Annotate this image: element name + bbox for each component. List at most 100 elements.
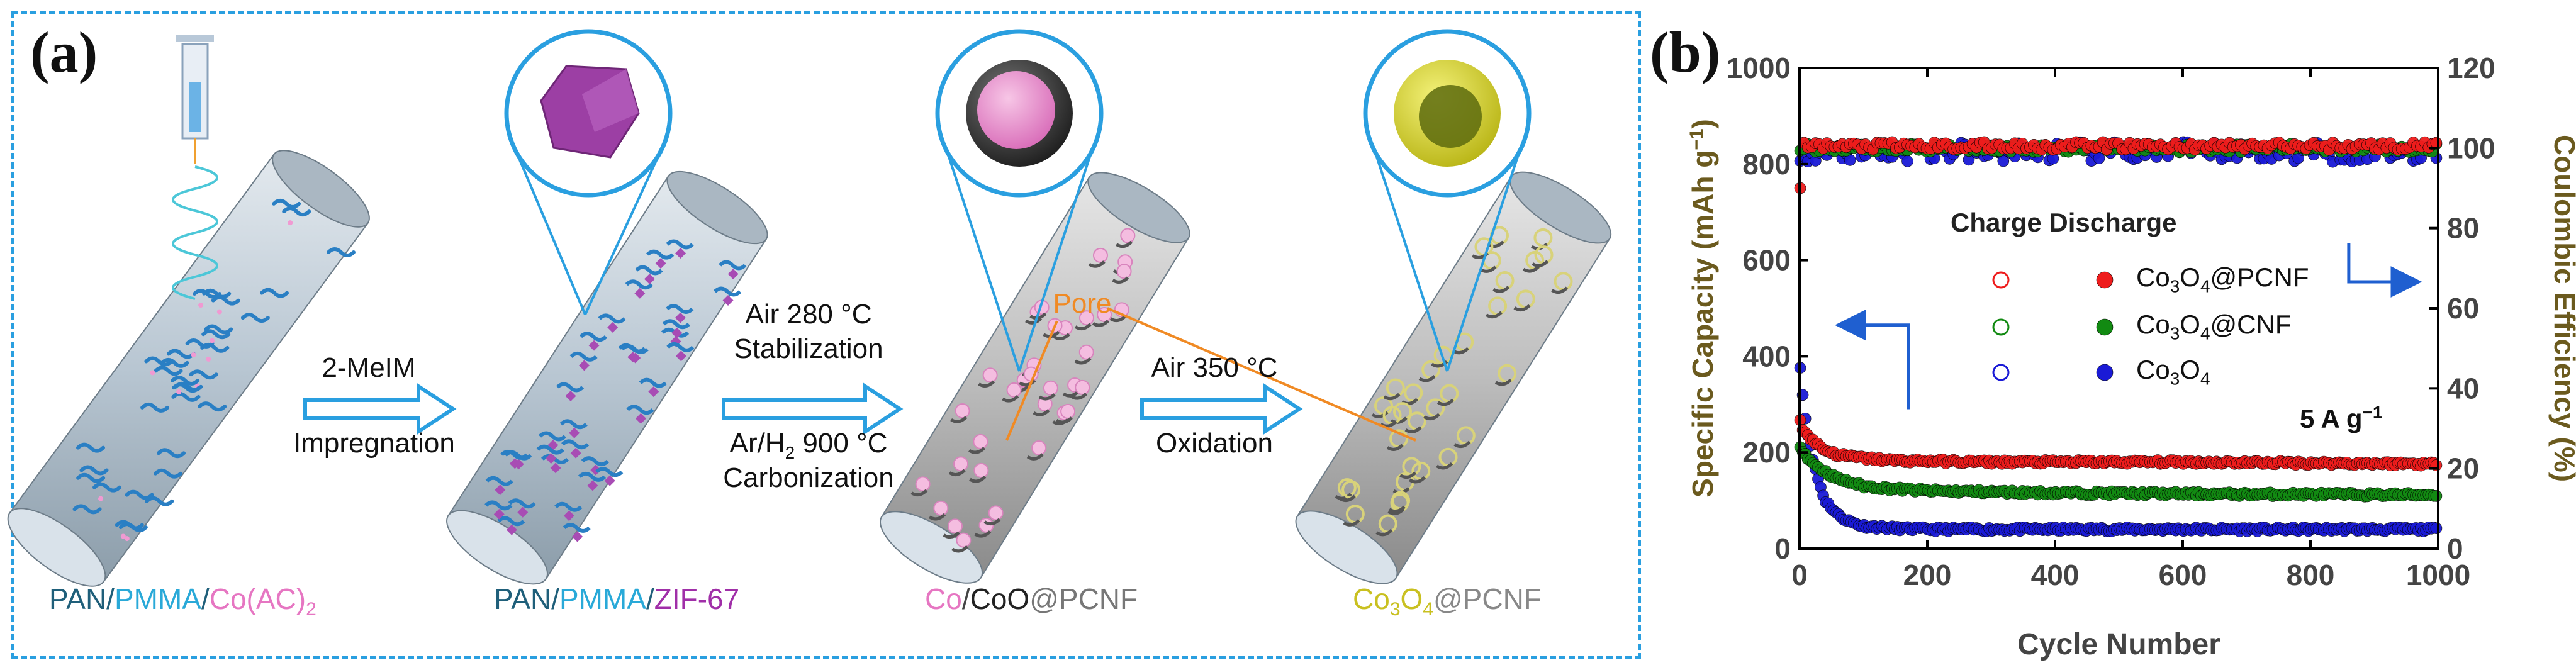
pore-channel [1070, 393, 1088, 400]
fiber [7, 150, 370, 587]
y-tick-label: 1000 [1727, 52, 1791, 84]
zif67-crystal [509, 458, 520, 469]
y-tick-label: 200 [1742, 436, 1791, 469]
rate-label: 5 A g−1 [2300, 403, 2383, 433]
pmma-strand [76, 442, 105, 453]
pore-channel [951, 545, 969, 553]
pmma-strand [326, 247, 356, 257]
fiber [1295, 171, 1612, 584]
legend-label: Co3O4 [2136, 355, 2210, 389]
capacity-point-1 [2430, 490, 2443, 502]
caption-part: 2 [306, 599, 316, 620]
legend-discharge-marker [2096, 318, 2114, 336]
fiber-end-near [1295, 510, 1398, 584]
pmma-strand [198, 401, 227, 412]
pmma-strand [485, 476, 513, 486]
pore-channel [1053, 333, 1070, 340]
co-particle [953, 456, 969, 472]
pore-channel [1390, 416, 1408, 424]
co-salt-dot [120, 533, 126, 539]
pore-channel [950, 416, 968, 423]
step1-bottom-label: Impregnation [293, 428, 455, 459]
process-arrow [303, 382, 457, 435]
pmma-strand [76, 472, 106, 483]
pore-channel [1092, 320, 1109, 327]
pore-channel [1375, 528, 1393, 537]
pmma-strand [713, 286, 742, 297]
legend-charge-marker [1992, 271, 2010, 289]
co-particle [1120, 228, 1136, 243]
co-particle [955, 403, 970, 419]
zif67-crystal [506, 524, 517, 535]
co-particle [1075, 379, 1090, 395]
x-axis-title: Cycle Number [2017, 628, 2220, 661]
step3-top-label: Air 350 °C [1151, 352, 1278, 383]
pore-channel [1532, 260, 1549, 267]
pmma-strand [626, 405, 654, 415]
co-salt-dot [210, 338, 215, 343]
pmma-strand [625, 279, 653, 290]
ce-point-2 [2093, 152, 2105, 164]
pmma-strand [556, 382, 585, 393]
pmma-strand [536, 444, 564, 455]
co-particle [1006, 382, 1022, 398]
step3-bottom-label: Oxidation [1156, 428, 1273, 459]
co-particle [1079, 310, 1095, 326]
zif67-crystal [495, 484, 506, 496]
pore-channel [1522, 265, 1540, 273]
legend-charge-marker [1992, 364, 2010, 381]
pore-channel [1551, 286, 1569, 294]
fiber-end-far [666, 170, 768, 245]
pore-channel [1025, 317, 1043, 325]
pmma-strand [157, 448, 186, 459]
fiber [446, 170, 768, 585]
electrospinning-jet [172, 165, 218, 300]
pmma-strand [579, 332, 608, 342]
zif67-crystal [493, 508, 505, 520]
ce-point-2 [1997, 155, 2010, 167]
pore-channel [1002, 395, 1019, 403]
co-particle [1092, 247, 1108, 263]
pore-pointer [1005, 320, 1058, 441]
zif67-crystal [634, 288, 646, 299]
y2-tick-label: 120 [2447, 52, 2495, 84]
co-particle [933, 500, 949, 516]
pmma-strand [497, 516, 525, 527]
pore-channel [1109, 315, 1127, 323]
panel-a-label: (a) [30, 20, 98, 84]
co-particle [973, 433, 988, 449]
zif67-crystal [569, 427, 580, 438]
pmma-strand [79, 465, 109, 476]
zoom-line-right [584, 150, 662, 315]
legend-label: Co3O4@PCNF [2136, 262, 2309, 296]
pmma-strand [538, 431, 567, 442]
panel-b-label: (b) [1650, 20, 1721, 84]
zif67-crystal [671, 327, 683, 338]
caption-part: 3 [1389, 599, 1401, 620]
pmma-strand [639, 377, 667, 388]
pmma-strand [202, 288, 232, 299]
co-particle [1116, 264, 1132, 279]
pmma-strand [563, 523, 591, 533]
capacity-point-2 [2430, 522, 2443, 535]
pore-channel [1408, 476, 1426, 484]
left-axis-arrow [1835, 309, 1910, 410]
zoom-line-left [515, 150, 586, 315]
pmma-strand [719, 260, 747, 271]
fiber-end-far [1087, 172, 1190, 243]
co-salt-dot [98, 496, 104, 501]
co-particle [978, 517, 994, 533]
y-axis-title: Specific Capacity (mAh g−1) [1686, 119, 1719, 498]
x-tick-label: 400 [2031, 559, 2080, 591]
process-arrow [722, 382, 904, 435]
co-particle [956, 532, 972, 548]
zif67-crystal [517, 506, 529, 518]
caption-part: CoO [970, 583, 1030, 615]
legend-discharge-marker [2096, 271, 2114, 289]
pmma-strand [578, 471, 607, 482]
y2-tick-label: 0 [2447, 532, 2463, 565]
y-tick-label: 800 [1742, 148, 1791, 181]
pore-channel [1386, 444, 1404, 451]
pmma-strand [569, 351, 598, 362]
